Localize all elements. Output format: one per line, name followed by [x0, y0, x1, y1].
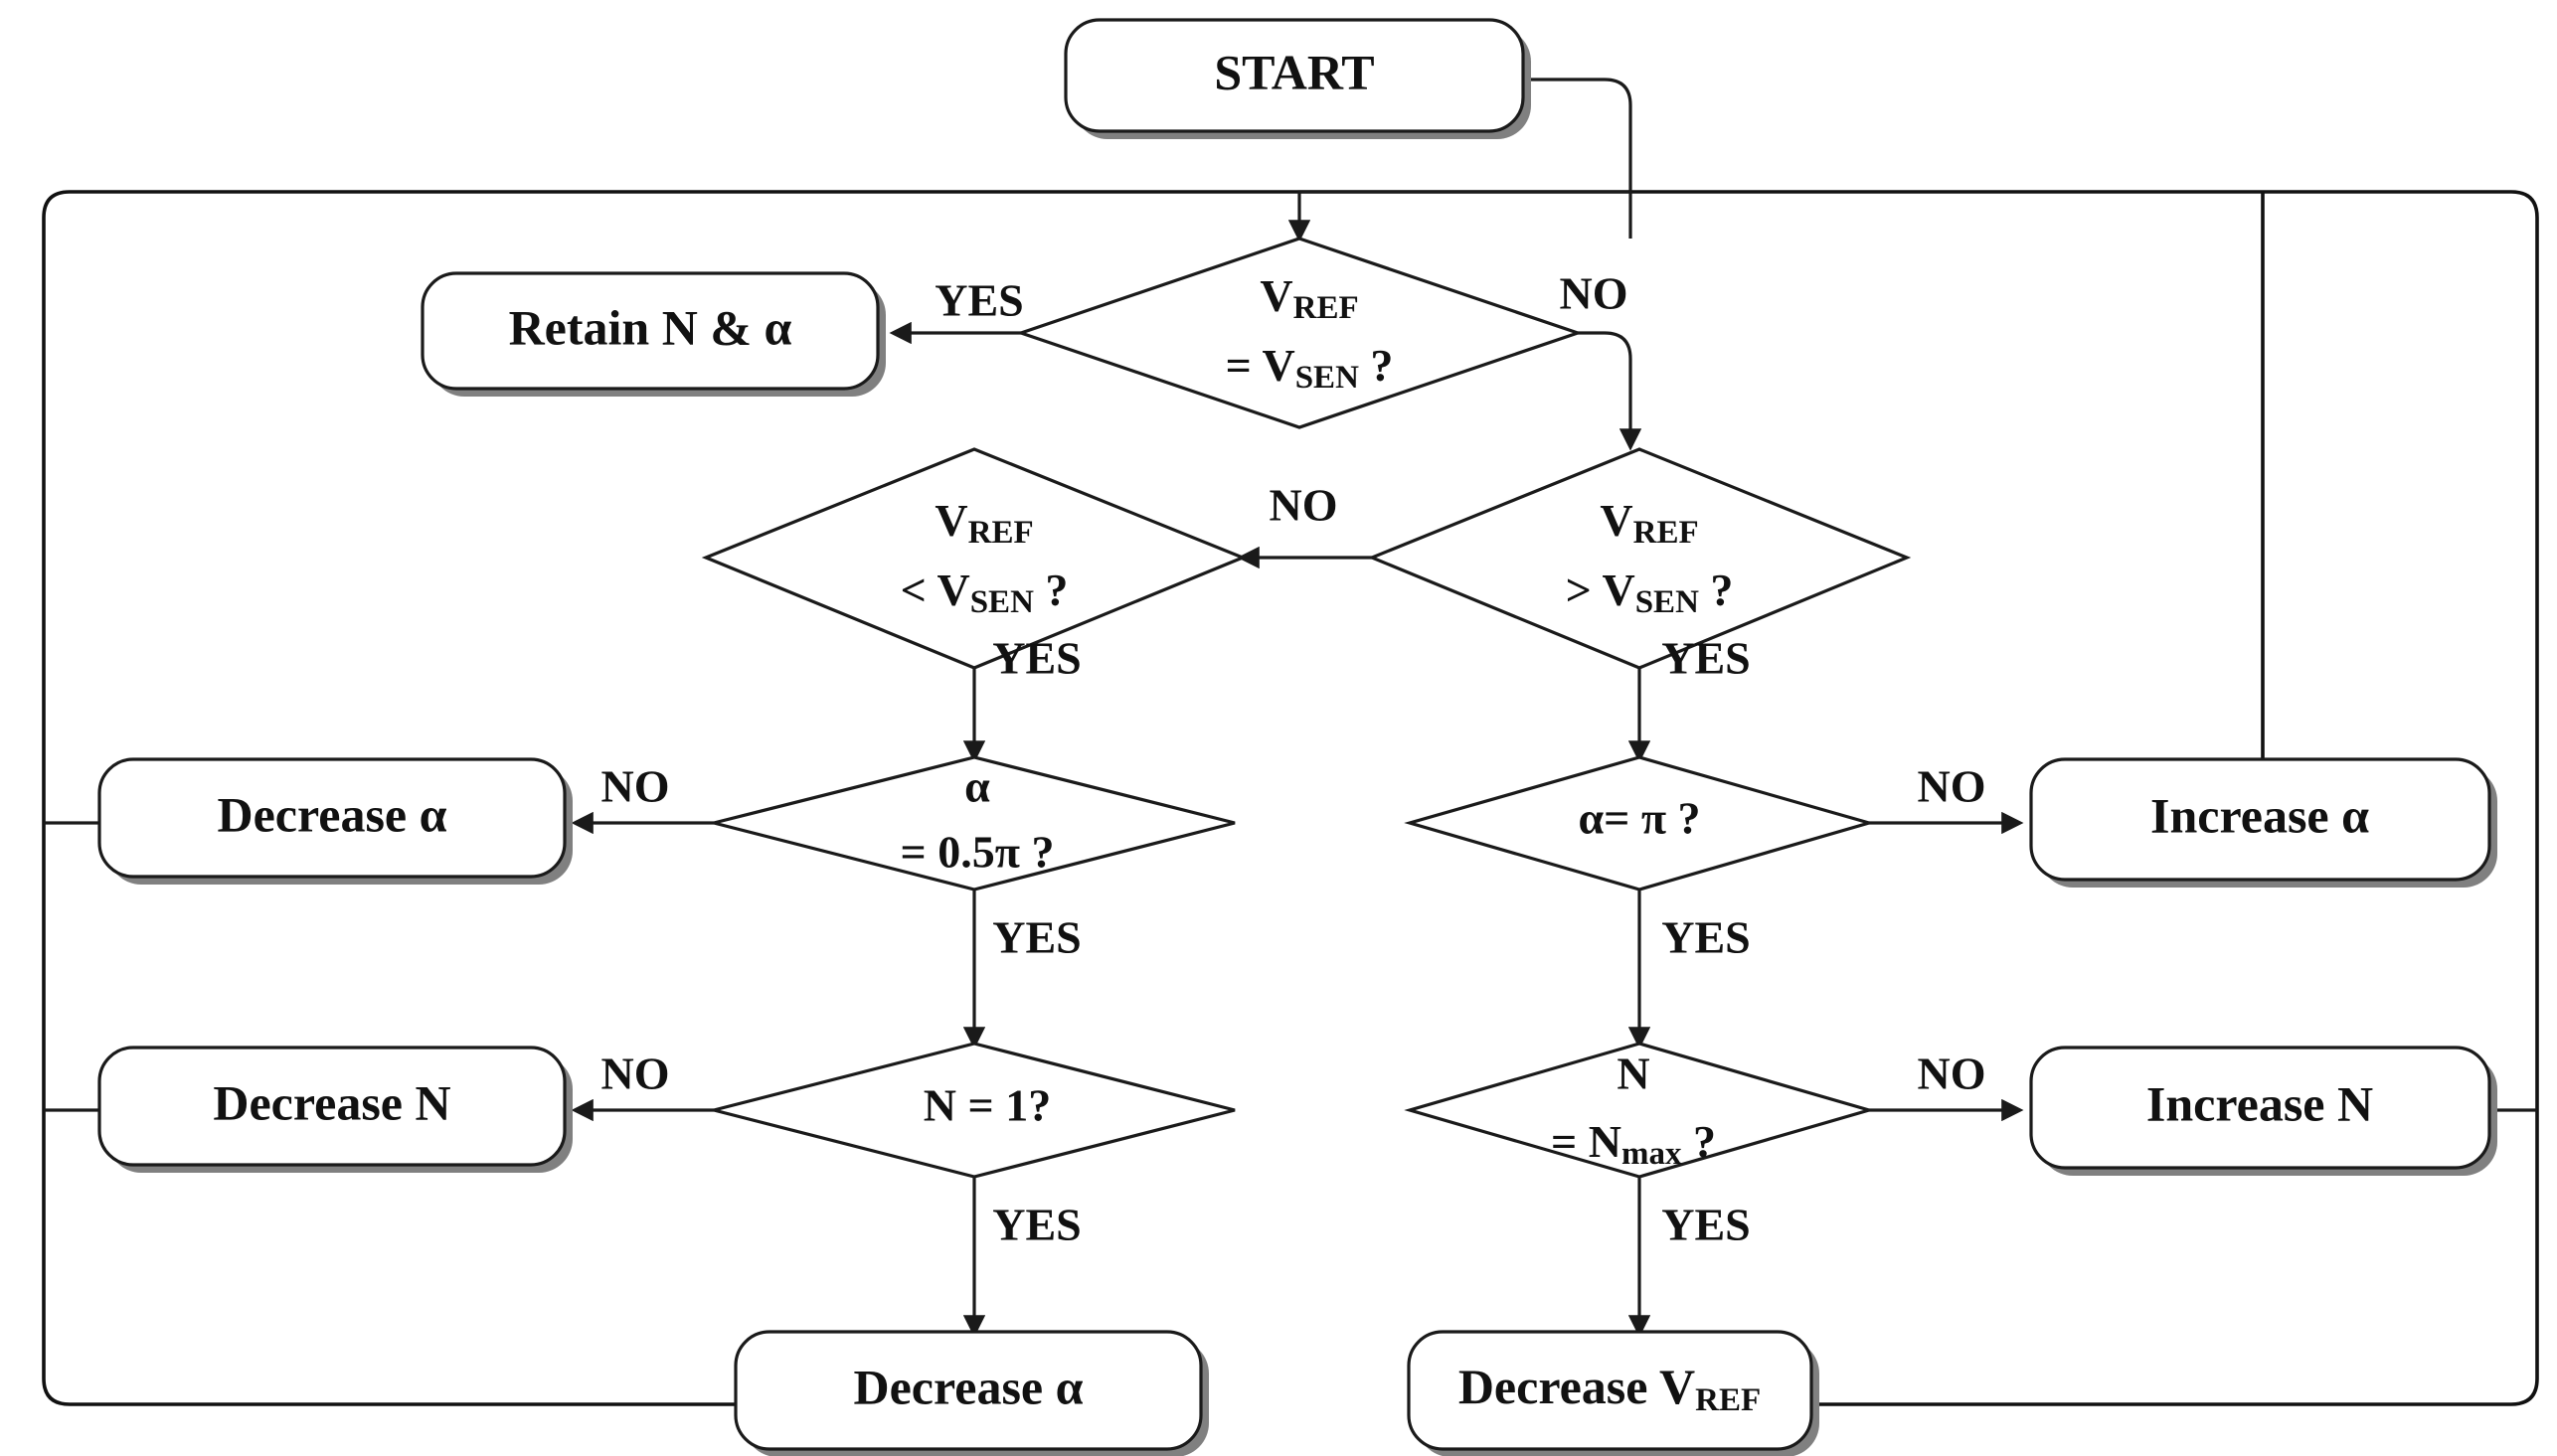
decrease-alpha-bottom-shape: [734, 1330, 1203, 1451]
edge-label-less-yes: YES: [992, 633, 1081, 684]
eq-decision-shape: [1016, 237, 1583, 429]
conn-eq-no-to-greater: [1578, 331, 1642, 451]
outer-loop-right-path: [1630, 190, 2539, 1406]
node-decrease-n[interactable]: Decrease N: [97, 1046, 573, 1173]
decrease-vref-shape: [1407, 1330, 1813, 1451]
eq-decision-line1: VREF: [1260, 270, 1358, 326]
edge-label-alpha-half-yes: YES: [992, 912, 1081, 963]
edge-label-alpha-half-no: NO: [601, 761, 670, 812]
node-n-max-decision[interactable]: N = Nmax ?: [1404, 1042, 1875, 1179]
edge-label-n-max-no: NO: [1918, 1049, 1986, 1099]
edge-label-n-one-yes: YES: [992, 1200, 1081, 1250]
conn-start-to-eq: [1521, 78, 1632, 239]
node-start[interactable]: START: [1064, 18, 1531, 139]
retain-shape: [421, 271, 880, 391]
edge-label-alpha-pi-yes: YES: [1661, 912, 1750, 963]
decrease-alpha-shape: [97, 757, 567, 879]
node-decrease-alpha[interactable]: Decrease α: [97, 757, 573, 885]
edge-label-eq-yes: YES: [935, 275, 1023, 326]
start-label: START: [1214, 44, 1374, 99]
edge-label-n-max-yes: YES: [1661, 1200, 1750, 1250]
n-max-decision-shape: [1404, 1042, 1875, 1179]
n-max-line1: N: [1617, 1049, 1649, 1099]
decrease-alpha-bottom-label: Decrease α: [853, 1359, 1083, 1414]
increase-alpha-label: Increase α: [2150, 787, 2369, 843]
node-increase-alpha[interactable]: Increase α: [2029, 757, 2497, 888]
n-one-line1: N = 1?: [924, 1080, 1051, 1131]
alpha-half-line1: α: [964, 761, 990, 812]
decrease-n-shape: [97, 1046, 567, 1167]
less-decision-line2: < VSEN ?: [901, 565, 1069, 620]
start-shape: [1064, 18, 1525, 133]
retain-label: Retain N & α: [509, 299, 792, 355]
node-increase-n[interactable]: Increase N: [2029, 1046, 2497, 1176]
less-decision-line1: VREF: [935, 495, 1033, 551]
node-decrease-alpha-bottom[interactable]: Decrease α: [734, 1330, 1209, 1456]
n-max-line2: = Nmax ?: [1551, 1116, 1716, 1172]
edge-label-alpha-pi-no: NO: [1918, 761, 1986, 812]
increase-alpha-shape: [2029, 757, 2491, 882]
less-decision-shape: [701, 447, 1248, 670]
edge-label-greater-no: NO: [1270, 480, 1338, 531]
outer-loop-left-path: [42, 190, 1630, 1406]
greater-decision-shape: [1367, 447, 1912, 670]
greater-decision-line1: VREF: [1600, 495, 1698, 551]
greater-decision-line2: > VSEN ?: [1566, 565, 1734, 620]
node-n-one-decision[interactable]: N = 1?: [713, 1042, 1236, 1179]
increase-n-shape: [2029, 1046, 2491, 1170]
node-less-decision[interactable]: VREF < VSEN ?: [701, 447, 1248, 670]
node-retain[interactable]: Retain N & α: [421, 271, 886, 397]
node-eq-decision[interactable]: VREF = VSEN ?: [1016, 237, 1583, 429]
eq-decision-line2: = VSEN ?: [1226, 340, 1394, 396]
node-alpha-pi-decision[interactable]: α= π ?: [1404, 755, 1875, 891]
decrease-alpha-label: Decrease α: [217, 786, 446, 842]
alpha-half-line2: = 0.5π ?: [901, 827, 1055, 878]
decrease-vref-label: Decrease VREF: [1458, 1359, 1761, 1417]
node-greater-decision[interactable]: VREF > VSEN ?: [1367, 447, 1912, 670]
decrease-n-label: Decrease N: [213, 1074, 450, 1130]
increase-n-label: Increase N: [2146, 1075, 2373, 1131]
node-decrease-vref[interactable]: Decrease VREF: [1407, 1330, 1819, 1456]
alpha-pi-decision-shape: [1404, 755, 1875, 891]
edge-label-greater-yes: YES: [1661, 633, 1750, 684]
alpha-half-decision-shape: [713, 755, 1236, 891]
alpha-pi-line1: α= π ?: [1578, 793, 1700, 844]
edge-label-eq-no: NO: [1560, 268, 1628, 319]
n-one-decision-shape: [713, 1042, 1236, 1179]
edge-label-n-one-no: NO: [601, 1049, 670, 1099]
conn-start-down-to-eq-arrow: [1287, 190, 1630, 243]
node-alpha-half-decision[interactable]: α = 0.5π ?: [713, 755, 1236, 891]
